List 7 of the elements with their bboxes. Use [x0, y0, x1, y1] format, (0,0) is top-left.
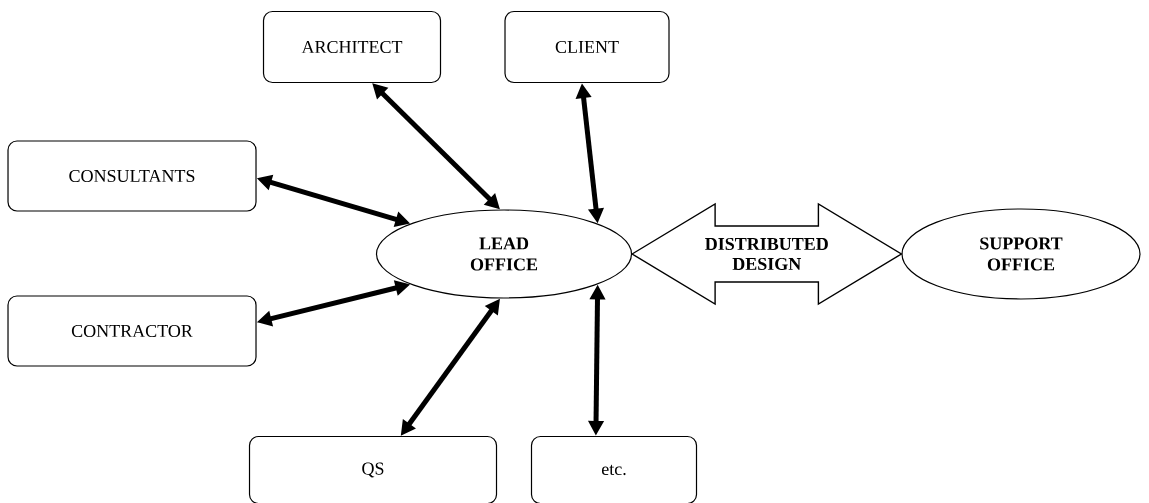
process-box: etc. [530, 435, 698, 503]
process-box: CONSULTANTS [7, 140, 257, 212]
edge-label: DISTRIBUTED DESIGN [705, 237, 828, 271]
process-box: QS [248, 435, 498, 503]
process-box: CONTRACTOR [7, 295, 257, 367]
process-box: ARCHITECT [262, 10, 442, 84]
process-box: CLIENT [504, 10, 670, 84]
